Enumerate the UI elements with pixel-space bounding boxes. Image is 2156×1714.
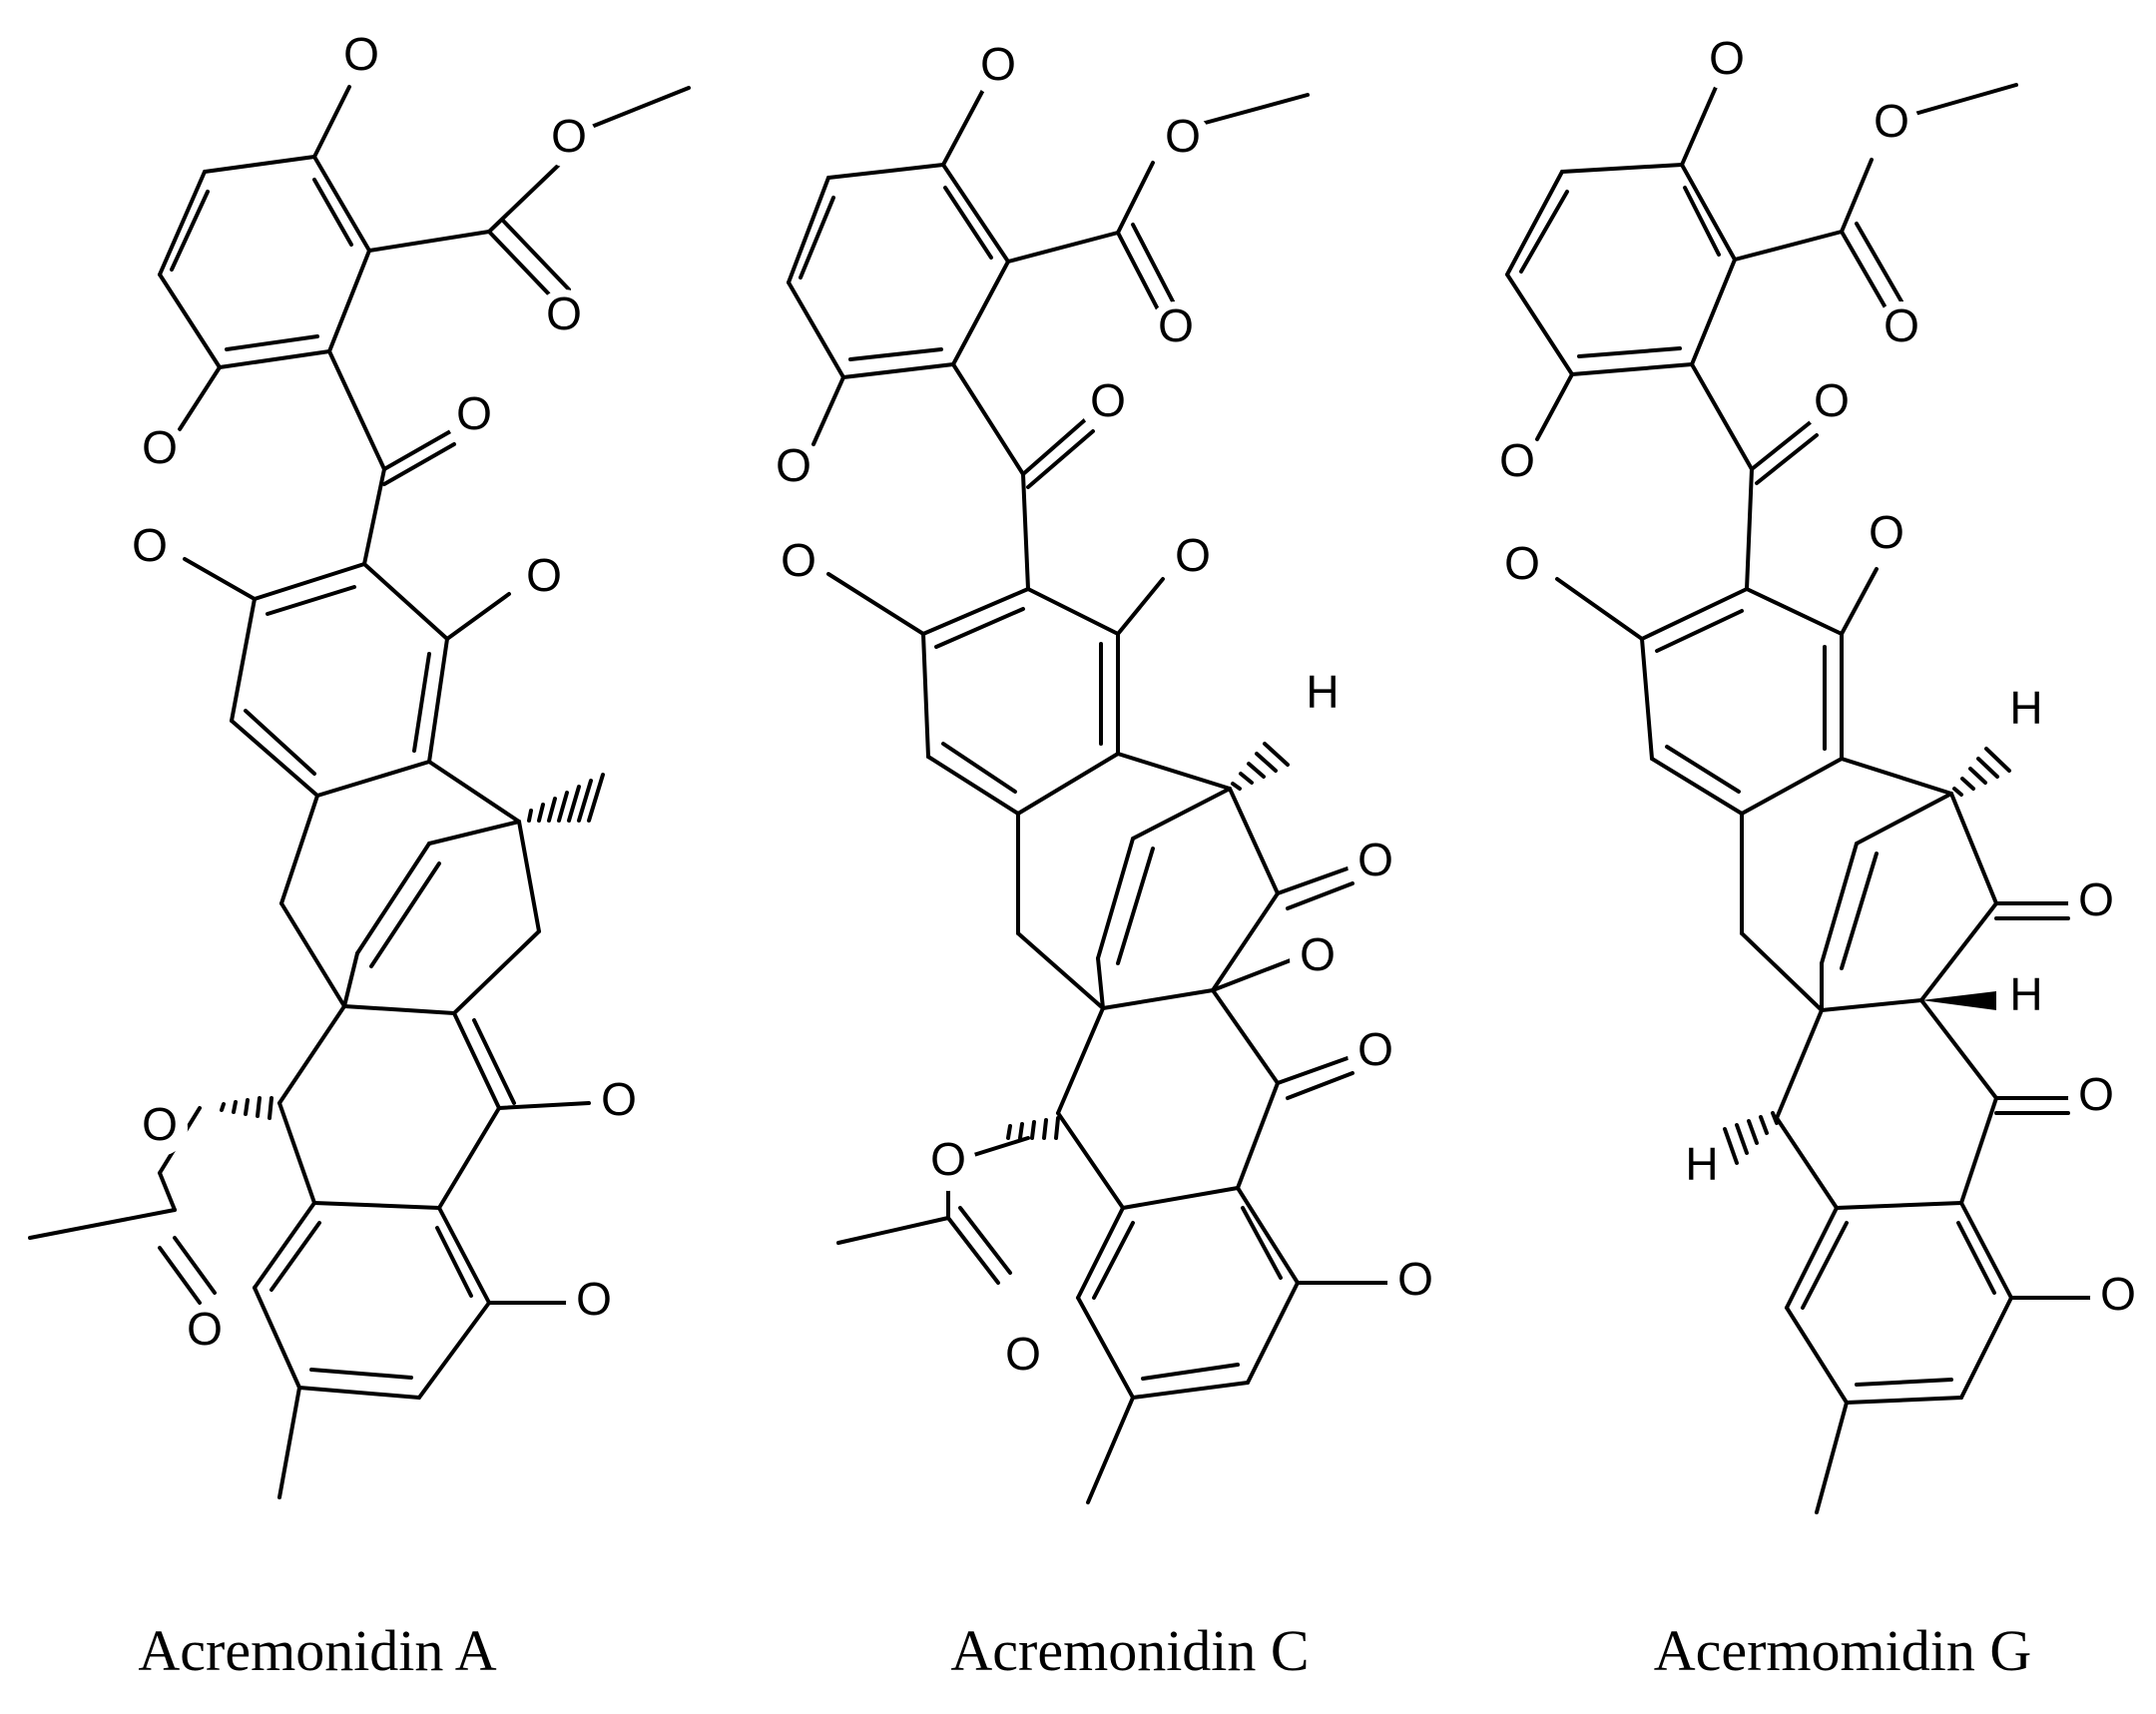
svg-text:O: O [1357, 834, 1393, 885]
atom-label: O [1859, 506, 1914, 564]
svg-text:O: O [980, 38, 1016, 90]
svg-text:O: O [526, 549, 562, 601]
acremonidin-c-acetoxy-hashed-wedge [1006, 1116, 1060, 1140]
svg-text:O: O [546, 287, 582, 339]
svg-text:O: O [551, 110, 587, 162]
atom-label: H [1297, 666, 1348, 722]
caption-acermomidin-g: Acermomidin G [1653, 1618, 2032, 1683]
atom-label: O [132, 1098, 188, 1156]
svg-text:O: O [601, 1073, 637, 1125]
svg-text:O: O [142, 1098, 178, 1150]
atom-label: H [2000, 968, 2052, 1024]
acremonidin-a-atom-labels: O O O O O O O O O O O [122, 28, 647, 1361]
svg-text:H: H [1306, 666, 1339, 718]
svg-text:O: O [1165, 110, 1201, 162]
svg-text:O: O [1884, 299, 1919, 351]
atom-label: O [1290, 928, 1346, 986]
atom-label: O [1387, 1253, 1443, 1311]
atom-label: O [1804, 374, 1860, 432]
acermomidin-g-structure: O O O O O O O O H O H O H [1489, 32, 2146, 1514]
atom-label: O [516, 549, 572, 607]
atom-label: O [566, 1273, 622, 1331]
atom-label: O [1874, 299, 1929, 357]
svg-text:O: O [1005, 1328, 1041, 1380]
svg-text:O: O [1499, 434, 1535, 486]
atom-label: O [541, 110, 597, 168]
atom-label: O [1148, 299, 1204, 357]
acermomidin-g-atom-labels: O O O O O O O O H O H O H [1489, 32, 2146, 1326]
atom-label: O [970, 38, 1026, 96]
svg-text:O: O [1175, 529, 1211, 581]
atom-label: O [1080, 374, 1136, 432]
atom-label: O [536, 287, 592, 345]
svg-text:O: O [1504, 537, 1540, 589]
acermomidin-g-top-h-hashed-wedge [1952, 747, 2011, 797]
atom-label: O [1348, 834, 1403, 891]
svg-text:O: O [187, 1303, 223, 1355]
acremonidin-c-h-hashed-wedge [1231, 742, 1290, 791]
svg-text:O: O [930, 1133, 966, 1185]
atom-label: O [2068, 1068, 2124, 1126]
svg-text:H: H [2009, 968, 2042, 1020]
atom-label: O [446, 387, 502, 445]
svg-text:O: O [1357, 1023, 1393, 1075]
acermomidin-g-bold-wedge [1921, 991, 1996, 1010]
caption-acremonidin-a: Acremonidin A [138, 1618, 497, 1683]
svg-text:O: O [1869, 506, 1904, 558]
svg-text:O: O [1158, 299, 1194, 351]
atom-label: O [177, 1303, 233, 1361]
svg-text:O: O [576, 1273, 612, 1325]
acremonidin-c-structure: O O O O O O O H O O O O O O [766, 38, 1443, 1504]
svg-text:O: O [132, 519, 168, 571]
svg-text:O: O [776, 439, 811, 491]
atom-label: O [122, 519, 178, 577]
atom-label: O [766, 439, 821, 497]
svg-text:O: O [1090, 374, 1126, 426]
atom-label: O [1165, 529, 1221, 587]
atom-label: O [591, 1073, 647, 1131]
svg-text:O: O [1300, 928, 1336, 980]
atom-label: H [1676, 1138, 1728, 1194]
svg-text:O: O [1814, 374, 1850, 426]
acremonidin-c-atom-labels: O O O O O O O H O O O O O O [766, 38, 1443, 1386]
atom-label: O [2090, 1268, 2146, 1326]
svg-text:O: O [1874, 95, 1909, 147]
acremonidin-a-bonds [28, 85, 691, 1499]
svg-text:O: O [343, 28, 379, 80]
svg-text:O: O [1397, 1253, 1433, 1305]
svg-text:O: O [2100, 1268, 2136, 1320]
atom-label: O [2068, 873, 2124, 931]
svg-text:O: O [2078, 873, 2114, 925]
atom-label: O [1348, 1023, 1403, 1081]
caption-acremonidin-c: Acremonidin C [950, 1618, 1310, 1683]
svg-text:O: O [2078, 1068, 2114, 1120]
atom-label: O [771, 534, 826, 592]
atom-label: O [1699, 32, 1755, 90]
acermomidin-g-bottom-h-hashed-wedge [1723, 1111, 1779, 1165]
svg-text:O: O [456, 387, 492, 439]
atom-label: H [2000, 682, 2052, 738]
acremonidin-a-acetoxy-hashed-wedge [220, 1096, 273, 1120]
svg-text:O: O [142, 421, 178, 473]
atom-label: O [1864, 95, 1919, 153]
atom-label: O [132, 421, 188, 479]
atom-label: O [995, 1328, 1051, 1386]
atom-label: O [1155, 110, 1211, 168]
atom-label: O [333, 28, 389, 86]
acermomidin-g-bonds [1505, 83, 2093, 1514]
atom-label: O [1489, 434, 1545, 492]
atom-label: O [1494, 537, 1550, 595]
svg-text:O: O [781, 534, 816, 586]
svg-text:O: O [1709, 32, 1745, 84]
acremonidin-a-methyl-hashed-wedge [527, 773, 605, 823]
atom-label: O [920, 1133, 976, 1191]
acremonidin-a-structure: O O O O O O O O O O O [28, 28, 691, 1499]
acremonidin-c-bonds [787, 88, 1394, 1504]
svg-text:H: H [1685, 1138, 1718, 1190]
svg-text:H: H [2009, 682, 2042, 734]
